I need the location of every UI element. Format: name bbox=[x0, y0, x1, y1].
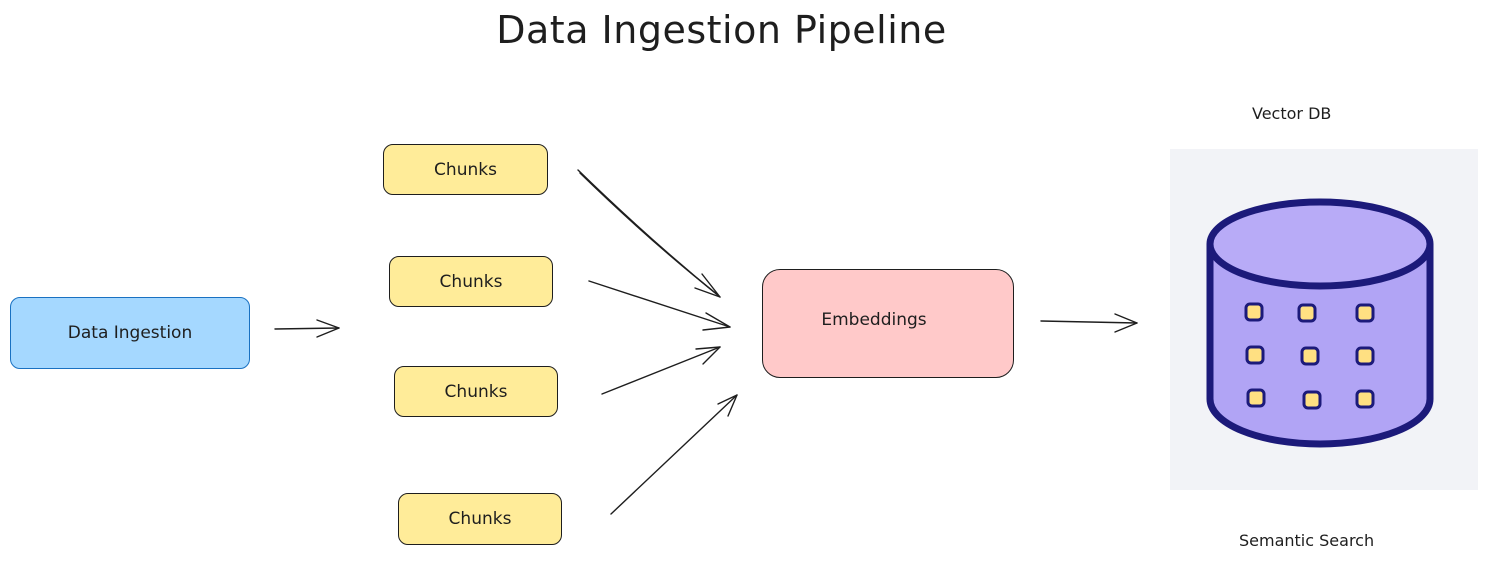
arrow-chunk3-to-embeddings bbox=[601, 346, 721, 395]
data-ingestion-node[interactable]: Data Ingestion bbox=[10, 297, 250, 369]
chunk-label-4: Chunks bbox=[448, 509, 512, 529]
vector-db-panel bbox=[1170, 149, 1478, 490]
arrow-chunk4-to-embeddings bbox=[610, 394, 738, 515]
arrow-ingestion-to-chunks bbox=[274, 319, 340, 338]
vector-db-label: Vector DB bbox=[1252, 104, 1332, 123]
diagram-title: Data Ingestion Pipeline bbox=[496, 8, 947, 52]
semantic-search-caption: Semantic Search bbox=[1239, 531, 1375, 550]
chunk-node-2[interactable]: Chunks bbox=[389, 256, 553, 307]
data-ingestion-label: Data Ingestion bbox=[67, 323, 193, 343]
arrow-embeddings-to-vectordb bbox=[1040, 313, 1138, 333]
chunk-label-3: Chunks bbox=[444, 381, 508, 402]
chunk-label-2: Chunks bbox=[439, 271, 503, 292]
arrow-chunk2-to-embeddings bbox=[588, 280, 731, 331]
chunk-node-1[interactable]: Chunks bbox=[383, 144, 548, 195]
embeddings-label: Embeddings bbox=[821, 309, 927, 330]
chunk-node-4[interactable]: Chunks bbox=[398, 493, 562, 545]
embeddings-node[interactable]: Embeddings bbox=[762, 269, 1014, 378]
arrow-chunk1-to-embeddings bbox=[577, 169, 721, 298]
chunk-label-1: Chunks bbox=[434, 159, 497, 180]
chunk-node-3[interactable]: Chunks bbox=[394, 366, 558, 417]
database-icon bbox=[1206, 198, 1434, 448]
